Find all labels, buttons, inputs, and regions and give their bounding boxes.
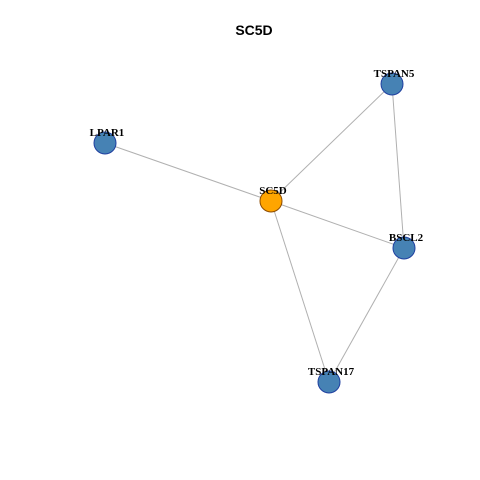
- node-label-bscl2: BSCL2: [389, 232, 424, 244]
- node-sc5d: SC5D: [259, 185, 287, 213]
- node-label-tspan17: TSPAN17: [308, 366, 355, 378]
- edge-tspan5-bscl2: [391, 83, 405, 249]
- node-lpar1: LPAR1: [90, 127, 125, 155]
- edge-bscl2-tspan17: [328, 247, 405, 383]
- node-circle-tspan17: [317, 370, 341, 394]
- node-label-lpar1: LPAR1: [90, 127, 125, 139]
- edge-sc5d-bscl2: [270, 200, 405, 249]
- node-bscl2: BSCL2: [389, 232, 424, 260]
- graph-title: SC5D: [235, 22, 272, 38]
- node-label-sc5d: SC5D: [259, 185, 287, 197]
- node-tspan17: TSPAN17: [308, 366, 355, 394]
- edge-sc5d-tspan17: [270, 200, 330, 383]
- node-circle-lpar1: [93, 131, 117, 155]
- edge-sc5d-lpar1: [104, 142, 272, 202]
- edge-sc5d-tspan5: [270, 83, 393, 202]
- node-label-tspan5: TSPAN5: [374, 68, 415, 80]
- edges-layer: [104, 83, 405, 383]
- node-circle-sc5d: [259, 189, 283, 213]
- node-circle-bscl2: [392, 236, 416, 260]
- node-tspan5: TSPAN5: [374, 68, 415, 96]
- node-circle-tspan5: [380, 72, 404, 96]
